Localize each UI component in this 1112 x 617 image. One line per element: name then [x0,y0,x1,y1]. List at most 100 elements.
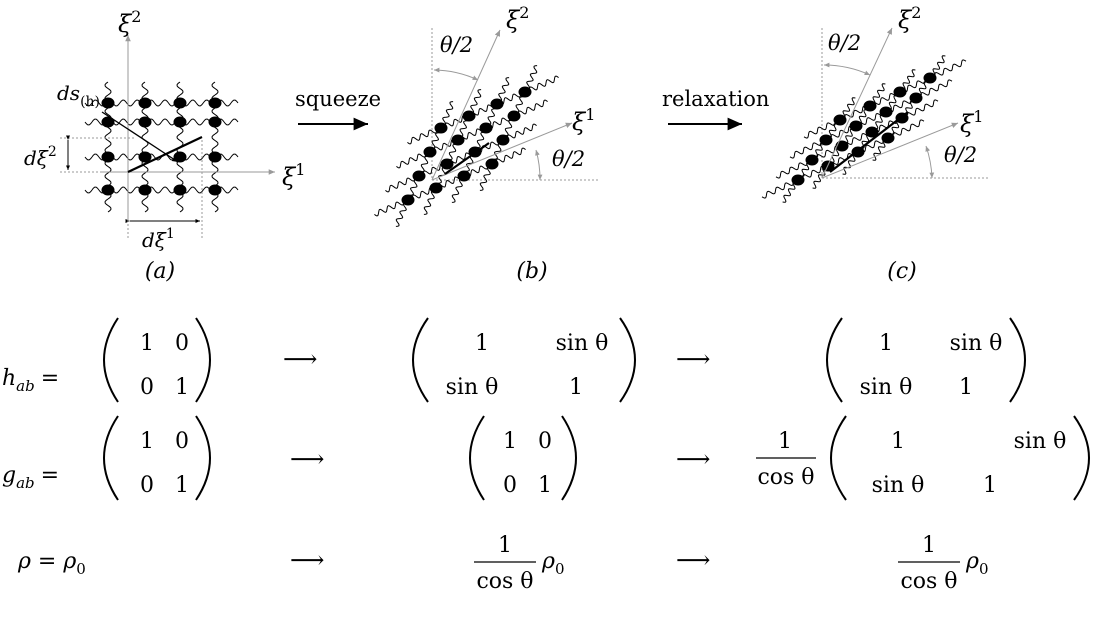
ds-segment-b [444,142,490,175]
xi2-label-a: ξ2 [118,7,141,38]
xi1-axis-b [431,122,573,181]
g-a-12: 0 [175,429,189,454]
ds-label: ds(h) [57,81,100,110]
ds-segment-c [829,111,909,173]
h-a-11: 1 [140,331,154,356]
angle-bottom-label-c: θ/2 [944,143,977,167]
crosslink-node [909,92,923,104]
g-b-11: 1 [503,429,517,454]
g-b-right-paren [561,415,577,501]
h-arrow-2: ⟶ [676,345,710,373]
chain-family-2 [395,101,454,227]
angle-arc-top-c [823,62,871,76]
h-b-12: sin θ [556,331,609,356]
rho-b-rho: ρ0 [541,549,564,578]
rho-arrow-2: ⟶ [676,546,710,574]
crosslink-node [462,110,476,122]
panel-b: θ/2 θ/2 ξ2 ξ1 (b) [374,3,598,284]
chain-family-1 [775,99,939,179]
panel-label-b: (b) [516,259,547,284]
crosslink-node [401,194,415,206]
crosslink-node [173,116,187,128]
chain-family-1 [385,123,537,193]
chain-family-1 [789,79,953,159]
panel-label-c: (c) [887,259,917,284]
h-b-22: 1 [569,375,583,400]
crosslink-node [863,100,877,112]
g-c-22: 1 [983,473,997,498]
g-a-22: 1 [175,473,189,498]
crosslink-node [101,184,115,196]
g-b-22: 1 [538,473,552,498]
crosslink-node [490,98,504,110]
equation-row-g: gab= 1 0 0 1 = ⟶ 1 0 0 1 ⟶ 1 cos θ 1 sin… [2,415,1090,501]
h-b-right-paren [619,317,636,403]
equations: hab= 1 0 0 1 ⟶ 1 sin θ sin θ 1 ⟶ 1 sin θ… [2,317,1090,594]
xi2-label-b: ξ2 [506,3,529,34]
equation-row-h: hab= 1 0 0 1 ⟶ 1 sin θ sin θ 1 ⟶ 1 sin θ… [2,317,1026,403]
crosslink-node [138,97,152,109]
chain-family-1 [396,99,548,169]
h-c-12: sin θ [950,331,1003,356]
crosslink-node [849,120,863,132]
h-c-left-paren [826,317,843,403]
h-b-21: sin θ [446,375,499,400]
h-a-left-paren [103,317,119,403]
xi2-axis-c [821,27,893,179]
dxi1-label: dξ1 [142,226,175,252]
crosslink-node [434,122,448,134]
g-arrow-2: ⟶ [676,445,710,473]
xi1-label-c: ξ1 [960,107,983,138]
g-b-left-paren [469,415,485,501]
rho-lhs: ρ = ρ0 [17,549,86,578]
h-c-21: sin θ [860,375,913,400]
panel-a: ξ2 ξ1 ds(h) dξ2 dξ1 (a) [24,7,305,284]
panel-c: θ/2 θ/2 ξ2 ξ1 (c) [761,3,990,284]
crosslink-node [893,86,907,98]
equation-row-rho: ρ = ρ0 ⟶ 1 cos θ ρ0 ⟶ 1 cos θ ρ0 [17,533,988,594]
xi2-axis-b [431,29,501,181]
crosslink-node [865,126,879,138]
crosslink-node [819,134,833,146]
h-b-11: 1 [475,331,489,356]
angle-top-label-c: θ/2 [828,31,861,55]
crosslink-node [881,132,895,144]
crosslink-node [923,72,937,84]
g-lhs: gab= [2,463,59,492]
xi1-label-b: ξ1 [572,105,595,136]
angle-arc-top-b [433,67,479,81]
rho-b-num: 1 [498,533,512,558]
xi1-axis-c [821,122,959,179]
g-c-prefactor-num: 1 [778,429,792,454]
g-c-21: sin θ [872,473,925,498]
polymer-grid-b [374,65,559,227]
crosslink-node [138,184,152,196]
crosslink-node [440,158,454,170]
rho-c-den: cos θ [900,569,957,594]
h-b-left-paren [412,317,429,403]
angle-bottom-label-b: θ/2 [552,147,585,171]
angle-top-label-b: θ/2 [440,33,473,57]
squeeze-label: squeeze [295,87,381,111]
chain-family-1 [803,59,967,139]
g-a-11: 1 [140,429,154,454]
polymer-grid-c [761,55,967,203]
h-a-21: 0 [140,375,154,400]
rho-arrow-1: ⟶ [290,546,324,574]
g-c-12: sin θ [1014,429,1067,454]
crosslink-node [805,154,819,166]
crosslink-node [879,106,893,118]
xi2-label-c: ξ2 [898,3,921,34]
crosslink-node [412,170,426,182]
crosslink-node [496,134,510,146]
relaxation-label: relaxation [662,87,769,111]
h-c-right-paren [1009,317,1026,403]
crosslink-node [479,122,493,134]
crosslink-node [173,184,187,196]
g-b-21: 0 [503,473,517,498]
panel-label-a: (a) [145,259,175,284]
transition-squeeze: squeeze [295,87,381,131]
angle-arc-bottom-b [535,149,543,181]
crosslink-node [457,170,471,182]
